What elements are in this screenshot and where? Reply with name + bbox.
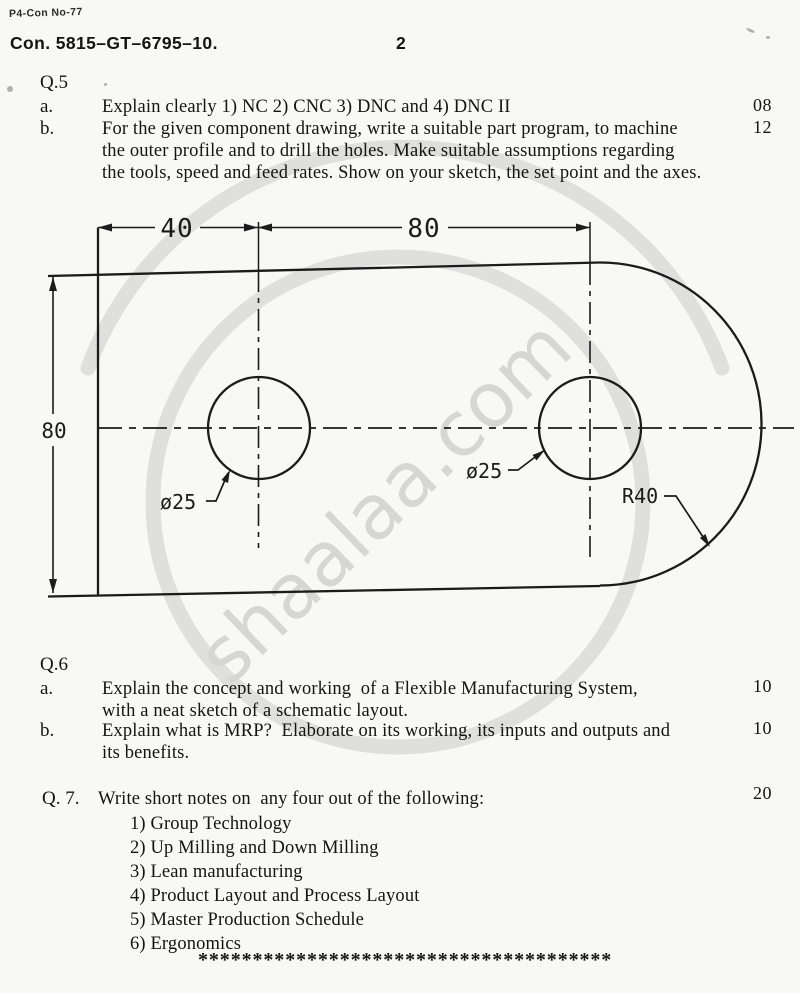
q6b-label: b. <box>40 720 55 741</box>
leader-arrow <box>700 534 710 547</box>
scan-speckle <box>766 36 770 39</box>
dim-arrow <box>49 579 57 593</box>
q6a-marks: 10 <box>753 676 772 696</box>
end-separator: ************************************** <box>198 949 613 971</box>
q5b-label: b. <box>40 118 55 139</box>
q7-item: 2) Up Milling and Down Milling <box>130 838 379 858</box>
plate-bottom-edge <box>47 584 601 598</box>
dim-arrow <box>244 223 258 232</box>
q5b-text-line: the outer profile and to drill the holes… <box>102 141 675 161</box>
watermark-ring <box>145 249 651 755</box>
plate-top-edge <box>47 261 601 278</box>
dim-arrow <box>98 223 112 232</box>
dim-label-80-top: 80 <box>407 214 440 244</box>
q7-item: 1) Group Technology <box>130 814 292 834</box>
hole-right-label: ø25 <box>466 459 502 483</box>
leader-radius <box>664 495 708 544</box>
scan-speckle <box>7 86 13 92</box>
dim-label-40: 40 <box>160 214 193 244</box>
con-number: Con. 5815–GT–6795–10. <box>10 33 218 53</box>
radius-label: R40 <box>622 484 658 508</box>
dim-label-80-left: 80 <box>41 419 66 443</box>
q5a-text: Explain clearly 1) NC 2) CNC 3) DNC and … <box>102 97 511 117</box>
page-number: 2 <box>396 33 407 53</box>
q6a-label: a. <box>40 678 54 699</box>
dim-arrow <box>576 223 590 232</box>
q5a-marks: 08 <box>753 95 772 115</box>
q7-item: 4) Product Layout and Process Layout <box>130 886 420 906</box>
component-drawing <box>47 222 794 598</box>
q7-label: Q. 7. <box>42 788 80 809</box>
q6b-marks: 10 <box>753 718 772 738</box>
dim-arrow <box>258 223 272 232</box>
q6-label: Q.6 <box>40 654 68 675</box>
plate-round-end-arc <box>599 261 763 587</box>
q7-item: 6) Ergonomics <box>130 934 242 954</box>
q5b-text-line: the tools, speed and feed rates. Show on… <box>102 163 702 183</box>
watermark-outer-swoosh <box>80 139 730 376</box>
q5a-label: a. <box>40 96 54 117</box>
leader-arrow <box>221 470 230 483</box>
watermark-text: shaalaa.com <box>180 302 588 701</box>
q5b-marks: 12 <box>753 117 772 137</box>
q7-title: Write short notes on any four out of the… <box>98 789 485 809</box>
exam-stamp: P4-Con No-77 <box>8 5 83 21</box>
hole-left-label: ø25 <box>160 490 196 514</box>
leader-arrow <box>532 450 545 461</box>
scan-speckle <box>104 83 107 86</box>
q5b-text-line: For the given component drawing, write a… <box>102 119 678 139</box>
leader-left-hole <box>206 472 229 502</box>
q7-item: 5) Master Production Schedule <box>130 910 365 930</box>
q6a-text-line: with a neat sketch of a schematic layout… <box>102 701 409 721</box>
q7-item: 3) Lean manufacturing <box>130 862 303 882</box>
q5-label: Q.5 <box>40 72 68 93</box>
q6b-text-line: Explain what is MRP? Elaborate on its wo… <box>102 721 671 741</box>
q7-marks: 20 <box>753 783 772 803</box>
q6a-text-line: Explain the concept and working of a Fle… <box>102 679 638 699</box>
dim-arrow <box>49 277 57 291</box>
q6b-text-line: its benefits. <box>102 743 190 763</box>
